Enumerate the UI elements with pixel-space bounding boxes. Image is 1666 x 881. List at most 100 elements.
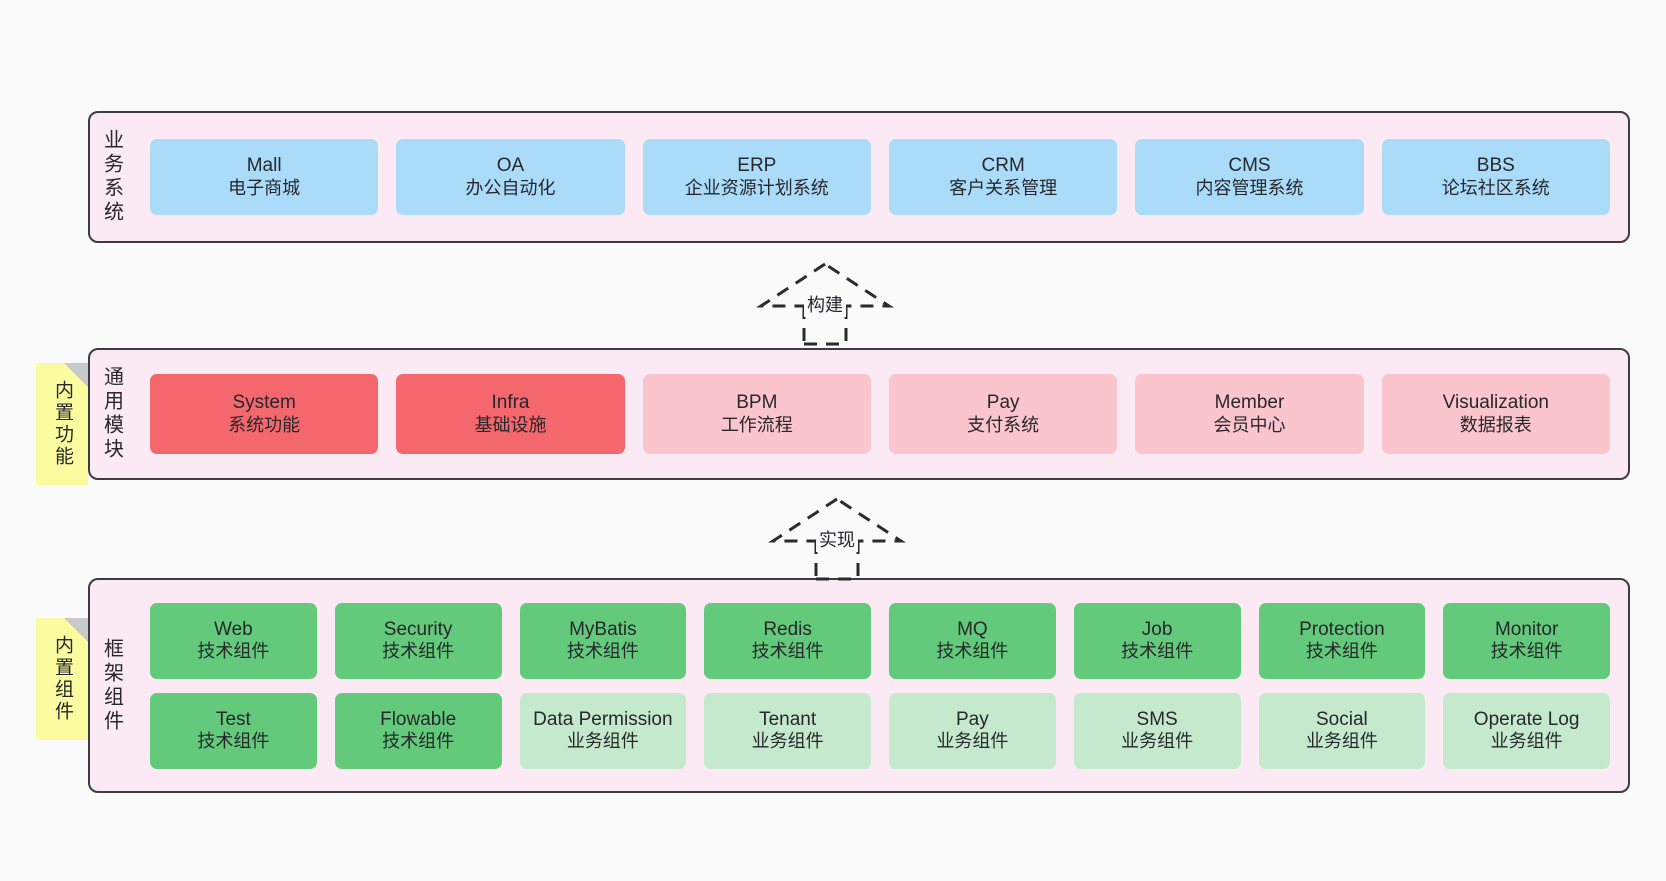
card-title-cn: 工作流程 bbox=[720, 414, 793, 435]
card-title-cn: 业务组件 bbox=[1305, 731, 1378, 752]
card-title-cn: 技术组件 bbox=[1305, 641, 1378, 662]
card-title-en: Job bbox=[1141, 618, 1173, 640]
card-cms[interactable]: CMS 内容管理系统 bbox=[1135, 139, 1364, 215]
layer-body-business-systems: Mall 电子商城 OA 办公自动化 ERP 企业资源计划系统 CRM 客户关系… bbox=[132, 113, 1628, 241]
card-protection[interactable]: Protection 技术组件 bbox=[1258, 602, 1426, 679]
layer-framework-components: 框架组件 Web 技术组件 Security 技术组件 MyBatis 技术组件… bbox=[88, 578, 1630, 793]
layer-body-framework-components: Web 技术组件 Security 技术组件 MyBatis 技术组件 Redi… bbox=[132, 580, 1628, 791]
card-title-en: Web bbox=[214, 618, 253, 640]
card-title-en: OA bbox=[496, 155, 525, 177]
card-title-cn: 业务组件 bbox=[936, 731, 1009, 752]
card-title-en: CMS bbox=[1228, 155, 1271, 177]
card-title-en: CRM bbox=[981, 155, 1025, 177]
card-title-en: BBS bbox=[1476, 155, 1515, 177]
card-operate-log[interactable]: Operate Log 业务组件 bbox=[1443, 692, 1610, 769]
card-title-cn: 客户关系管理 bbox=[949, 177, 1058, 198]
card-web[interactable]: Web 技术组件 bbox=[150, 602, 317, 679]
layer-body-common-modules: System 系统功能 Infra 基础设施 BPM 工作流程 Pay 支付系统… bbox=[132, 350, 1628, 478]
card-title-en: Flowable bbox=[380, 708, 457, 730]
sticky-note-builtin-features: 内置功能 bbox=[36, 363, 88, 485]
card-title-en: Monitor bbox=[1494, 618, 1559, 640]
card-title-cn: 数据报表 bbox=[1459, 414, 1532, 435]
card-title-cn: 办公自动化 bbox=[465, 177, 556, 198]
card-bbs[interactable]: BBS 论坛社区系统 bbox=[1381, 139, 1610, 215]
card-title-en: ERP bbox=[737, 155, 777, 177]
card-title-cn: 技术组件 bbox=[197, 641, 270, 662]
card-title-cn: 技术组件 bbox=[197, 731, 270, 752]
card-row-business: Test 技术组件 Flowable 技术组件 Data Permission … bbox=[150, 692, 1610, 769]
card-title-en: Social bbox=[1316, 708, 1368, 730]
card-title-cn: 技术组件 bbox=[1490, 641, 1563, 662]
card-row-technical: Web 技术组件 Security 技术组件 MyBatis 技术组件 Redi… bbox=[150, 602, 1610, 679]
layer-label-framework-components: 框架组件 bbox=[100, 637, 123, 734]
card-title-cn: 会员中心 bbox=[1213, 414, 1286, 435]
card-flowable[interactable]: Flowable 技术组件 bbox=[334, 692, 502, 769]
card-monitor[interactable]: Monitor 技术组件 bbox=[1443, 602, 1610, 679]
card-sms[interactable]: SMS 业务组件 bbox=[1073, 692, 1241, 769]
card-title-en: MyBatis bbox=[569, 618, 637, 640]
card-title-cn: 业务组件 bbox=[1121, 731, 1194, 752]
card-title-en: MQ bbox=[957, 618, 988, 640]
card-title-en: System bbox=[232, 392, 296, 414]
card-bpm[interactable]: BPM 工作流程 bbox=[642, 374, 871, 454]
layer-label-common-modules: 通用模块 bbox=[100, 366, 123, 462]
card-test[interactable]: Test 技术组件 bbox=[150, 692, 317, 769]
card-title-en: Test bbox=[215, 708, 251, 730]
card-tenant[interactable]: Tenant 业务组件 bbox=[704, 692, 871, 769]
card-title-cn: 系统功能 bbox=[228, 414, 301, 435]
card-social[interactable]: Social 业务组件 bbox=[1258, 692, 1426, 769]
card-infra[interactable]: Infra 基础设施 bbox=[396, 374, 625, 454]
sticky-note-label: 内置功能 bbox=[51, 380, 73, 468]
card-title-cn: 内容管理系统 bbox=[1195, 177, 1304, 198]
sticky-note-label: 内置组件 bbox=[51, 635, 73, 723]
card-title-cn: 电子商城 bbox=[228, 177, 301, 198]
card-title-en: Protection bbox=[1299, 618, 1385, 640]
card-title-cn: 支付系统 bbox=[967, 414, 1040, 435]
card-crm[interactable]: CRM 客户关系管理 bbox=[888, 139, 1118, 215]
card-title-cn: 论坛社区系统 bbox=[1441, 177, 1550, 198]
card-title-en: SMS bbox=[1136, 708, 1178, 730]
card-erp[interactable]: ERP 企业资源计划系统 bbox=[642, 139, 871, 215]
card-title-cn: 技术组件 bbox=[382, 731, 455, 752]
sticky-note-builtin-components: 内置组件 bbox=[36, 618, 88, 740]
card-visualization[interactable]: Visualization 数据报表 bbox=[1381, 374, 1610, 454]
card-title-en: Pay bbox=[986, 392, 1020, 414]
card-title-en: Data Permission bbox=[533, 708, 673, 730]
card-system[interactable]: System 系统功能 bbox=[150, 374, 379, 454]
layer-business-systems: 业务系统 Mall 电子商城 OA 办公自动化 ERP 企业资源计划系统 CRM bbox=[88, 111, 1630, 243]
card-member[interactable]: Member 会员中心 bbox=[1135, 374, 1364, 454]
card-pay[interactable]: Pay 支付系统 bbox=[888, 374, 1118, 454]
connector-implement-label: 实现 bbox=[816, 526, 858, 552]
card-title-en: Mall bbox=[246, 155, 282, 177]
card-title-en: Security bbox=[383, 618, 453, 640]
card-row: Mall 电子商城 OA 办公自动化 ERP 企业资源计划系统 CRM 客户关系… bbox=[150, 139, 1610, 215]
card-title-en: Infra bbox=[491, 392, 530, 414]
card-data-permission[interactable]: Data Permission 业务组件 bbox=[519, 692, 687, 769]
card-title-cn: 业务组件 bbox=[1490, 731, 1563, 752]
card-mall[interactable]: Mall 电子商城 bbox=[150, 139, 379, 215]
card-title-en: Visualization bbox=[1442, 392, 1549, 414]
card-job[interactable]: Job 技术组件 bbox=[1073, 602, 1241, 679]
card-oa[interactable]: OA 办公自动化 bbox=[396, 139, 625, 215]
card-title-cn: 技术组件 bbox=[382, 641, 455, 662]
card-title-cn: 技术组件 bbox=[751, 641, 824, 662]
card-title-cn: 基础设施 bbox=[474, 414, 547, 435]
card-mq[interactable]: MQ 技术组件 bbox=[889, 602, 1056, 679]
connector-build-label: 构建 bbox=[804, 291, 846, 317]
card-title-cn: 业务组件 bbox=[566, 731, 639, 752]
card-title-cn: 技术组件 bbox=[1121, 641, 1194, 662]
card-title-cn: 技术组件 bbox=[566, 641, 639, 662]
card-title-en: BPM bbox=[736, 392, 778, 414]
card-redis[interactable]: Redis 技术组件 bbox=[704, 602, 871, 679]
card-title-en: Operate Log bbox=[1473, 708, 1580, 730]
card-row: System 系统功能 Infra 基础设施 BPM 工作流程 Pay 支付系统… bbox=[150, 374, 1610, 454]
card-title-en: Pay bbox=[956, 708, 989, 730]
card-title-cn: 技术组件 bbox=[936, 641, 1009, 662]
card-title-cn: 业务组件 bbox=[751, 731, 824, 752]
card-security[interactable]: Security 技术组件 bbox=[334, 602, 502, 679]
card-pay-business[interactable]: Pay 业务组件 bbox=[889, 692, 1056, 769]
card-title-en: Tenant bbox=[759, 708, 817, 730]
card-title-cn: 企业资源计划系统 bbox=[684, 177, 829, 198]
card-mybatis[interactable]: MyBatis 技术组件 bbox=[519, 602, 687, 679]
